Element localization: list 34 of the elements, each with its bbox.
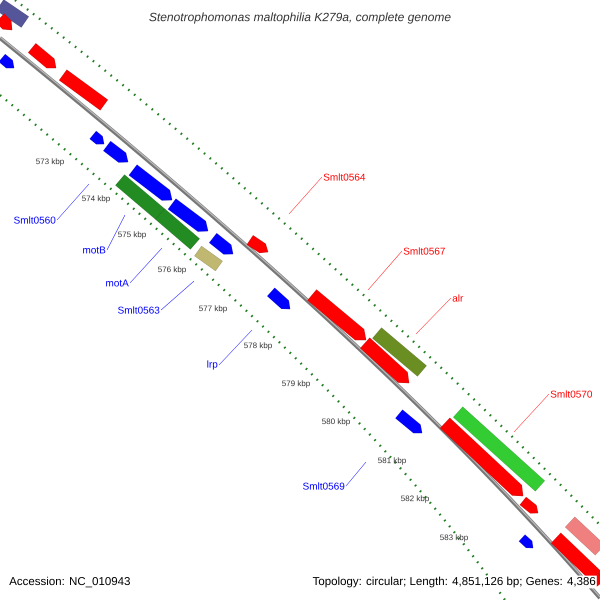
leader-line (346, 462, 366, 486)
title: Stenotrophomonas maltophilia K279a, complete genome (149, 12, 451, 24)
scale-label: 575 kbp (118, 231, 146, 239)
leader-line (368, 250, 402, 290)
leader-line (514, 394, 550, 432)
leader-line (288, 176, 322, 214)
scale-label: 576 kbp (158, 266, 186, 274)
scale-label: 577 kbp (199, 305, 227, 313)
leader-line (160, 280, 194, 310)
scale-label: 574 kbp (82, 195, 110, 203)
scale-label: 583 kbp (440, 534, 468, 542)
scale-label: 573 kbp (36, 158, 64, 166)
scale-label: 579 kbp (282, 380, 310, 388)
gene-label: Smlt0563 (118, 306, 160, 314)
gene-label: Smlt0567 (404, 247, 445, 255)
gene-label: Smlt0569 (303, 482, 344, 490)
gene-label: Smlt0570 (550, 390, 592, 398)
gene-label: motB (83, 246, 106, 254)
gene-label: alr (452, 294, 464, 302)
gene-label: Smlt0560 (14, 216, 56, 224)
gene-label: motA (106, 280, 129, 286)
leader-line (56, 184, 90, 220)
scale-label: 580 kbp (322, 418, 350, 426)
leader-line (106, 214, 126, 250)
scale-label: 582 kbp (401, 495, 429, 503)
scale-label: 581 kbp (378, 457, 406, 465)
footer-text: Accession: NC_010943 (8, 576, 132, 588)
leader-line (416, 298, 452, 334)
scale-label: 578 kbp (244, 342, 272, 350)
leader-line (130, 248, 162, 284)
gene-label: lrp (207, 360, 218, 370)
leader-line (218, 330, 252, 366)
footer-text: Topology: circular; Length: 4,851,126 bp; Genes: 4,386 (312, 576, 597, 588)
gene-label: Smlt0564 (324, 173, 366, 181)
